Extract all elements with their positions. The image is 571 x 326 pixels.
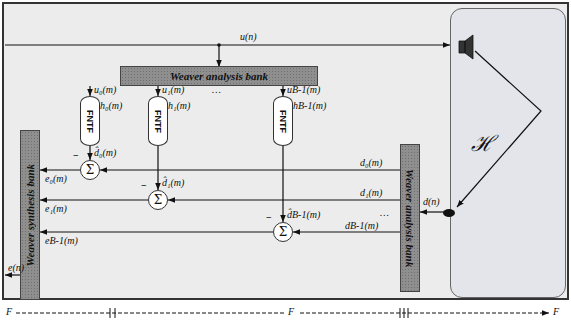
- text-label: F: [553, 306, 559, 318]
- output-wire: [5, 274, 20, 275]
- text-label: e(n): [8, 262, 24, 274]
- text-label: −: [266, 212, 272, 224]
- node-text: FNTF: [278, 110, 288, 133]
- signal-label: uB-1(m): [287, 84, 320, 96]
- signal-label: e₁(m): [45, 203, 67, 215]
- sum-node: Σ: [148, 190, 168, 210]
- text-label: …: [380, 207, 389, 219]
- filter-bank: Weaver analysis bank: [400, 144, 420, 292]
- text-label: …: [212, 84, 221, 96]
- signal-label: u₁(m): [162, 84, 184, 96]
- text-label: u(n): [240, 31, 257, 43]
- text-label: F: [6, 306, 12, 318]
- signal-connector: [89, 86, 90, 96]
- branch-wire: [218, 45, 219, 67]
- text-label: F: [288, 306, 294, 318]
- room-illustration: [451, 9, 565, 297]
- node-text: ℋ: [471, 127, 494, 157]
- filter-cylinder: FNTF: [273, 96, 293, 146]
- signal-label: eB-1(m): [45, 235, 78, 247]
- filter-bank: Weaver synthesis bank: [20, 130, 40, 300]
- node-text: FNTF: [85, 110, 95, 133]
- input-wire: [5, 44, 450, 45]
- signal-label: d₁(m): [360, 187, 382, 199]
- signal-connector: [40, 199, 148, 200]
- signal-connector: [40, 231, 273, 232]
- text-label: −: [73, 150, 79, 162]
- signal-connector: [282, 86, 283, 96]
- signal-label: dB-1(m): [345, 220, 378, 232]
- node-text: Weaver analysis bank: [404, 169, 416, 267]
- node-text: Σ: [279, 226, 287, 238]
- signal-connector: [40, 169, 80, 170]
- node-text: Σ: [86, 164, 94, 176]
- frame-axis: [16, 308, 549, 318]
- room-panel: ℋ: [450, 8, 566, 298]
- signal-label: d(n): [423, 196, 440, 208]
- text-label: −: [141, 180, 147, 192]
- signal-label: e₀(m): [45, 173, 67, 185]
- text-label: h₀(m): [100, 100, 122, 112]
- signal-connector: [293, 231, 400, 232]
- signal-connector: [100, 169, 400, 170]
- node-text: FNTF: [153, 110, 163, 133]
- filter-cylinder: FNTF: [148, 96, 168, 146]
- signal-connector: [282, 146, 283, 222]
- sum-node: Σ: [273, 222, 293, 242]
- node-text: Σ: [154, 194, 162, 206]
- signal-connector: [157, 146, 158, 190]
- sum-node: Σ: [80, 160, 100, 180]
- text-label: h₁(m): [168, 100, 190, 112]
- signal-label: d₀(m): [360, 157, 382, 169]
- text-label: hB-1(m): [293, 100, 326, 112]
- signal-label: d̂₁(m): [162, 177, 184, 189]
- outer-frame: [3, 3, 568, 299]
- signal-connector: [157, 86, 158, 96]
- signal-connector: [89, 146, 90, 160]
- signal-label: u₀(m): [94, 84, 116, 96]
- signal-connector: [168, 199, 400, 200]
- node-text: Weaver synthesis bank: [24, 164, 36, 266]
- signal-label: d̂B-1(m): [287, 209, 320, 221]
- filter-bank: Weaver analysis bank: [120, 66, 318, 86]
- node-text: Weaver analysis bank: [170, 70, 268, 82]
- filter-cylinder: FNTF: [80, 96, 100, 146]
- signal-label: d̂₀(m): [94, 147, 116, 159]
